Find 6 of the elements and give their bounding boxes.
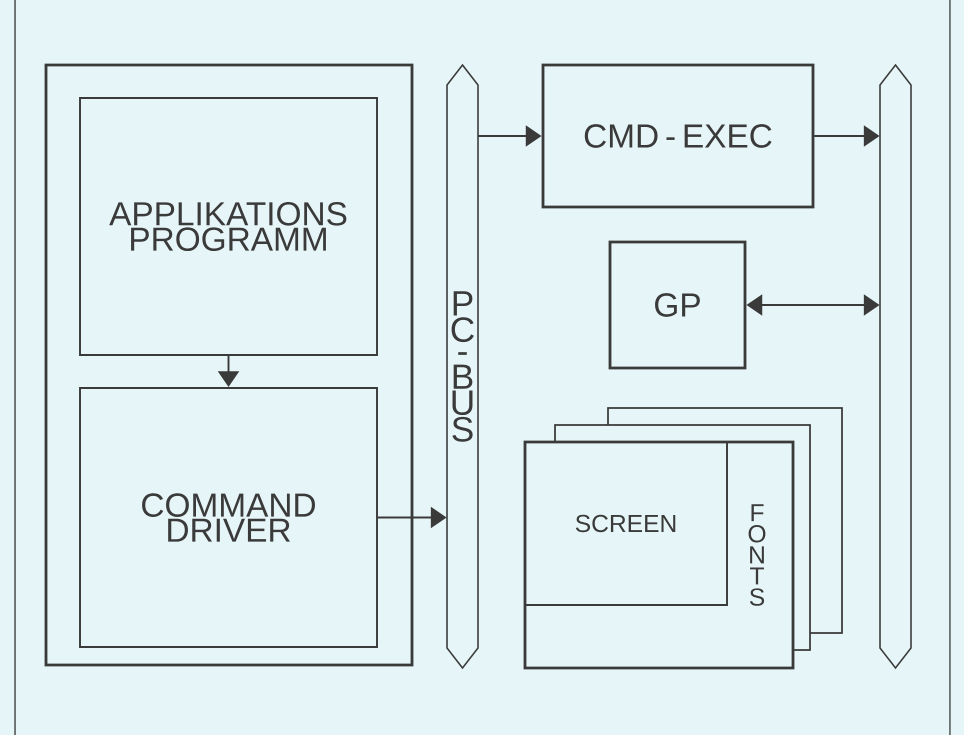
block-box: APPLIKATIONS PROGRAMM	[79, 97, 378, 356]
block-box: GP	[608, 240, 746, 370]
enclosure-box	[44, 64, 414, 666]
screen-box: SCREEN	[524, 441, 728, 606]
block-box: CMD - EXEC	[542, 64, 814, 208]
block-box: COMMAND DRIVER	[79, 387, 378, 648]
